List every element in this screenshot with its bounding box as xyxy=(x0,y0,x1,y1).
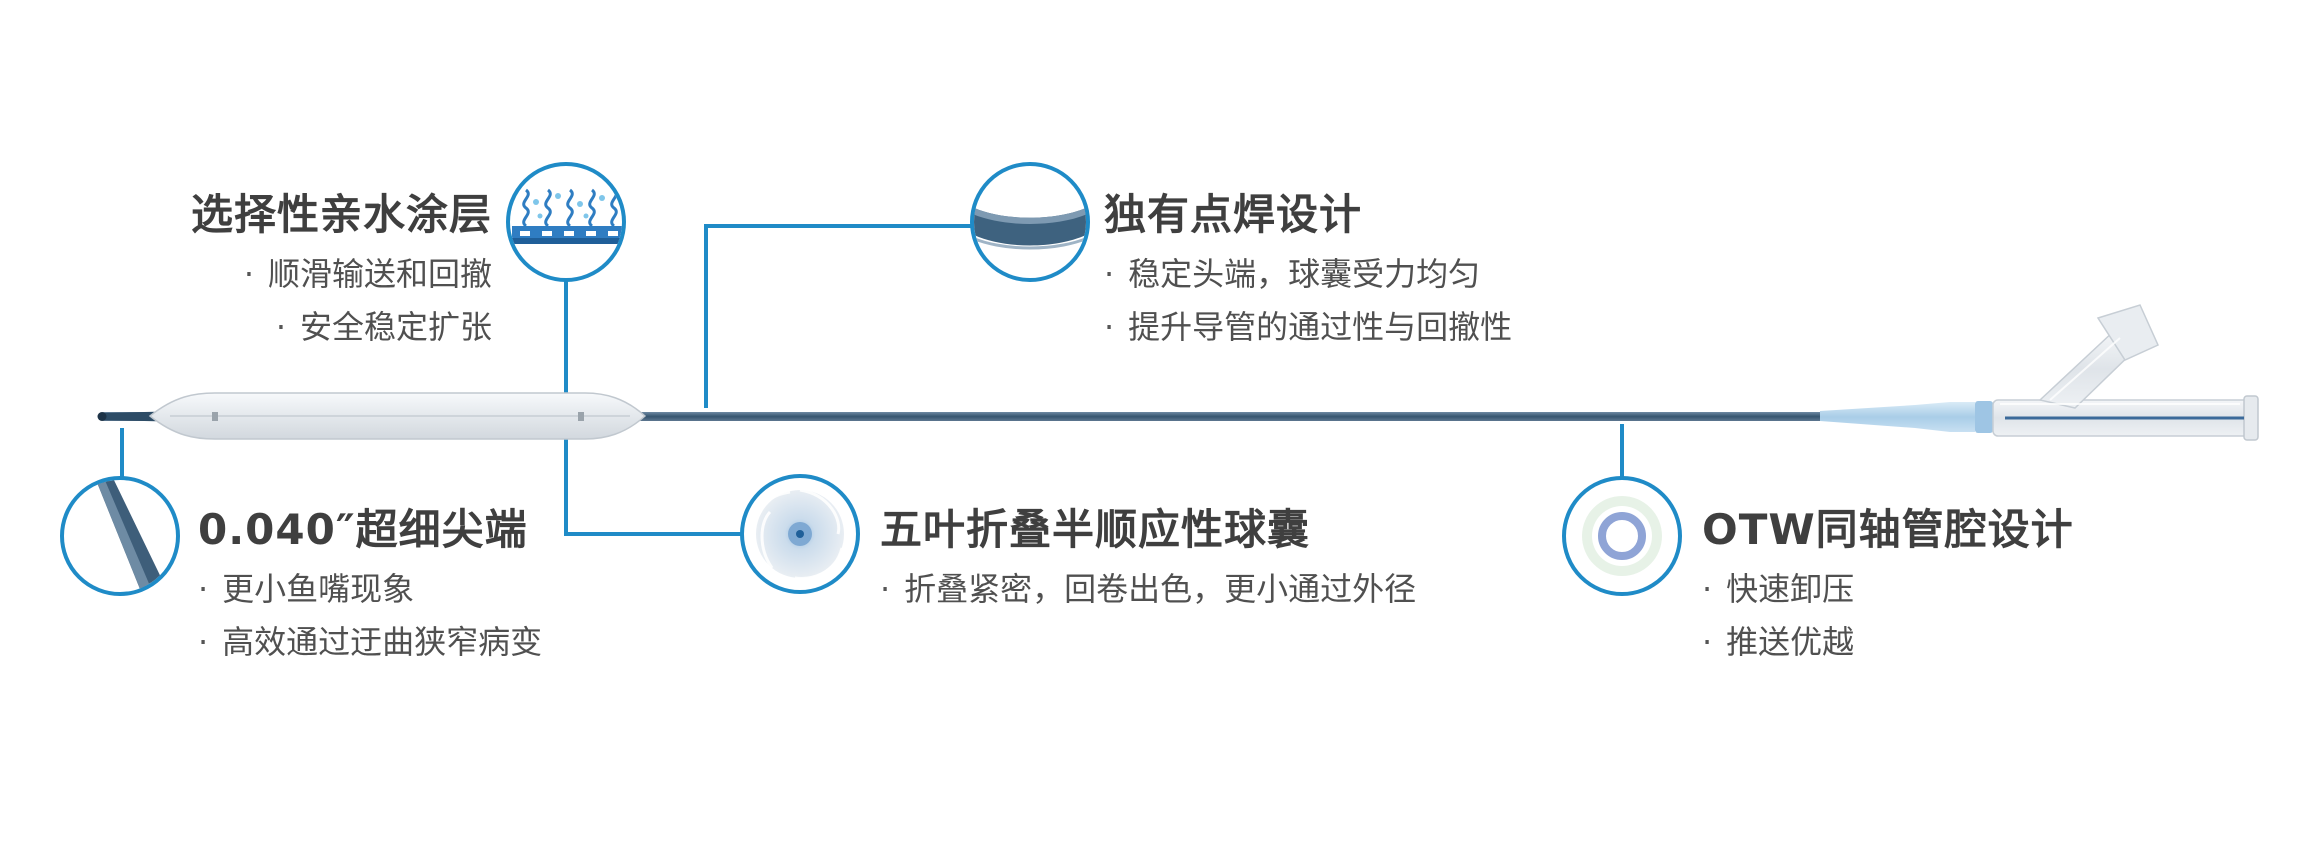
feature-bullet: 高效通过迂曲狭窄病变 xyxy=(198,616,542,669)
feature-bullet: 提升导管的通过性与回撤性 xyxy=(1104,301,1512,354)
manifold xyxy=(1992,304,2259,441)
feature-bullet: 顺滑输送和回撤 xyxy=(191,248,492,301)
feature-five-fold-balloon: 五叶折叠半顺应性球囊 折叠紧密，回卷出色，更小通过外径 xyxy=(880,505,1416,616)
feature-title: OTW同轴管腔设计 xyxy=(1702,505,2074,554)
feature-bullet: 快速卸压 xyxy=(1702,563,2074,616)
tapered-tip-icon xyxy=(60,476,180,596)
feature-title: 独有点焊设计 xyxy=(1104,190,1363,239)
feature-ultra-thin-tip: 0.040″超细尖端 更小鱼嘴现象 高效通过迂曲狭窄病变 xyxy=(198,505,542,669)
connector-coating xyxy=(564,278,742,536)
catheter xyxy=(97,304,2259,441)
feature-hydrophilic-coating: 选择性亲水涂层 顺滑输送和回撤 安全稳定扩张 xyxy=(191,190,492,354)
feature-title: 0.040″超细尖端 xyxy=(198,505,528,554)
feature-otw-coaxial: OTW同轴管腔设计 快速卸压 推送优越 xyxy=(1702,505,2074,669)
feature-title: 五叶折叠半顺应性球囊 xyxy=(880,505,1311,554)
coating-layer-icon xyxy=(506,162,626,282)
feature-spot-weld: 独有点焊设计 稳定头端，球囊受力均匀 提升导管的通过性与回撤性 xyxy=(1104,190,1512,354)
strain-relief xyxy=(1820,402,1975,432)
spot-weld-icon xyxy=(970,162,1090,282)
connector-lines xyxy=(120,224,1624,536)
coaxial-lumen-icon xyxy=(1562,476,1682,596)
feature-bullet: 推送优越 xyxy=(1702,616,2074,669)
feature-title: 选择性亲水涂层 xyxy=(190,190,492,239)
connector-weld xyxy=(704,224,974,408)
feature-bullet: 安全稳定扩张 xyxy=(191,301,492,354)
marker-band xyxy=(212,412,218,421)
feature-bullet: 稳定头端，球囊受力均匀 xyxy=(1104,248,1512,301)
folded-balloon-icon xyxy=(740,474,860,594)
feature-bullet: 更小鱼嘴现象 xyxy=(198,563,542,616)
marker-band xyxy=(578,412,584,421)
feature-bullet: 折叠紧密，回卷出色，更小通过外径 xyxy=(880,563,1416,616)
